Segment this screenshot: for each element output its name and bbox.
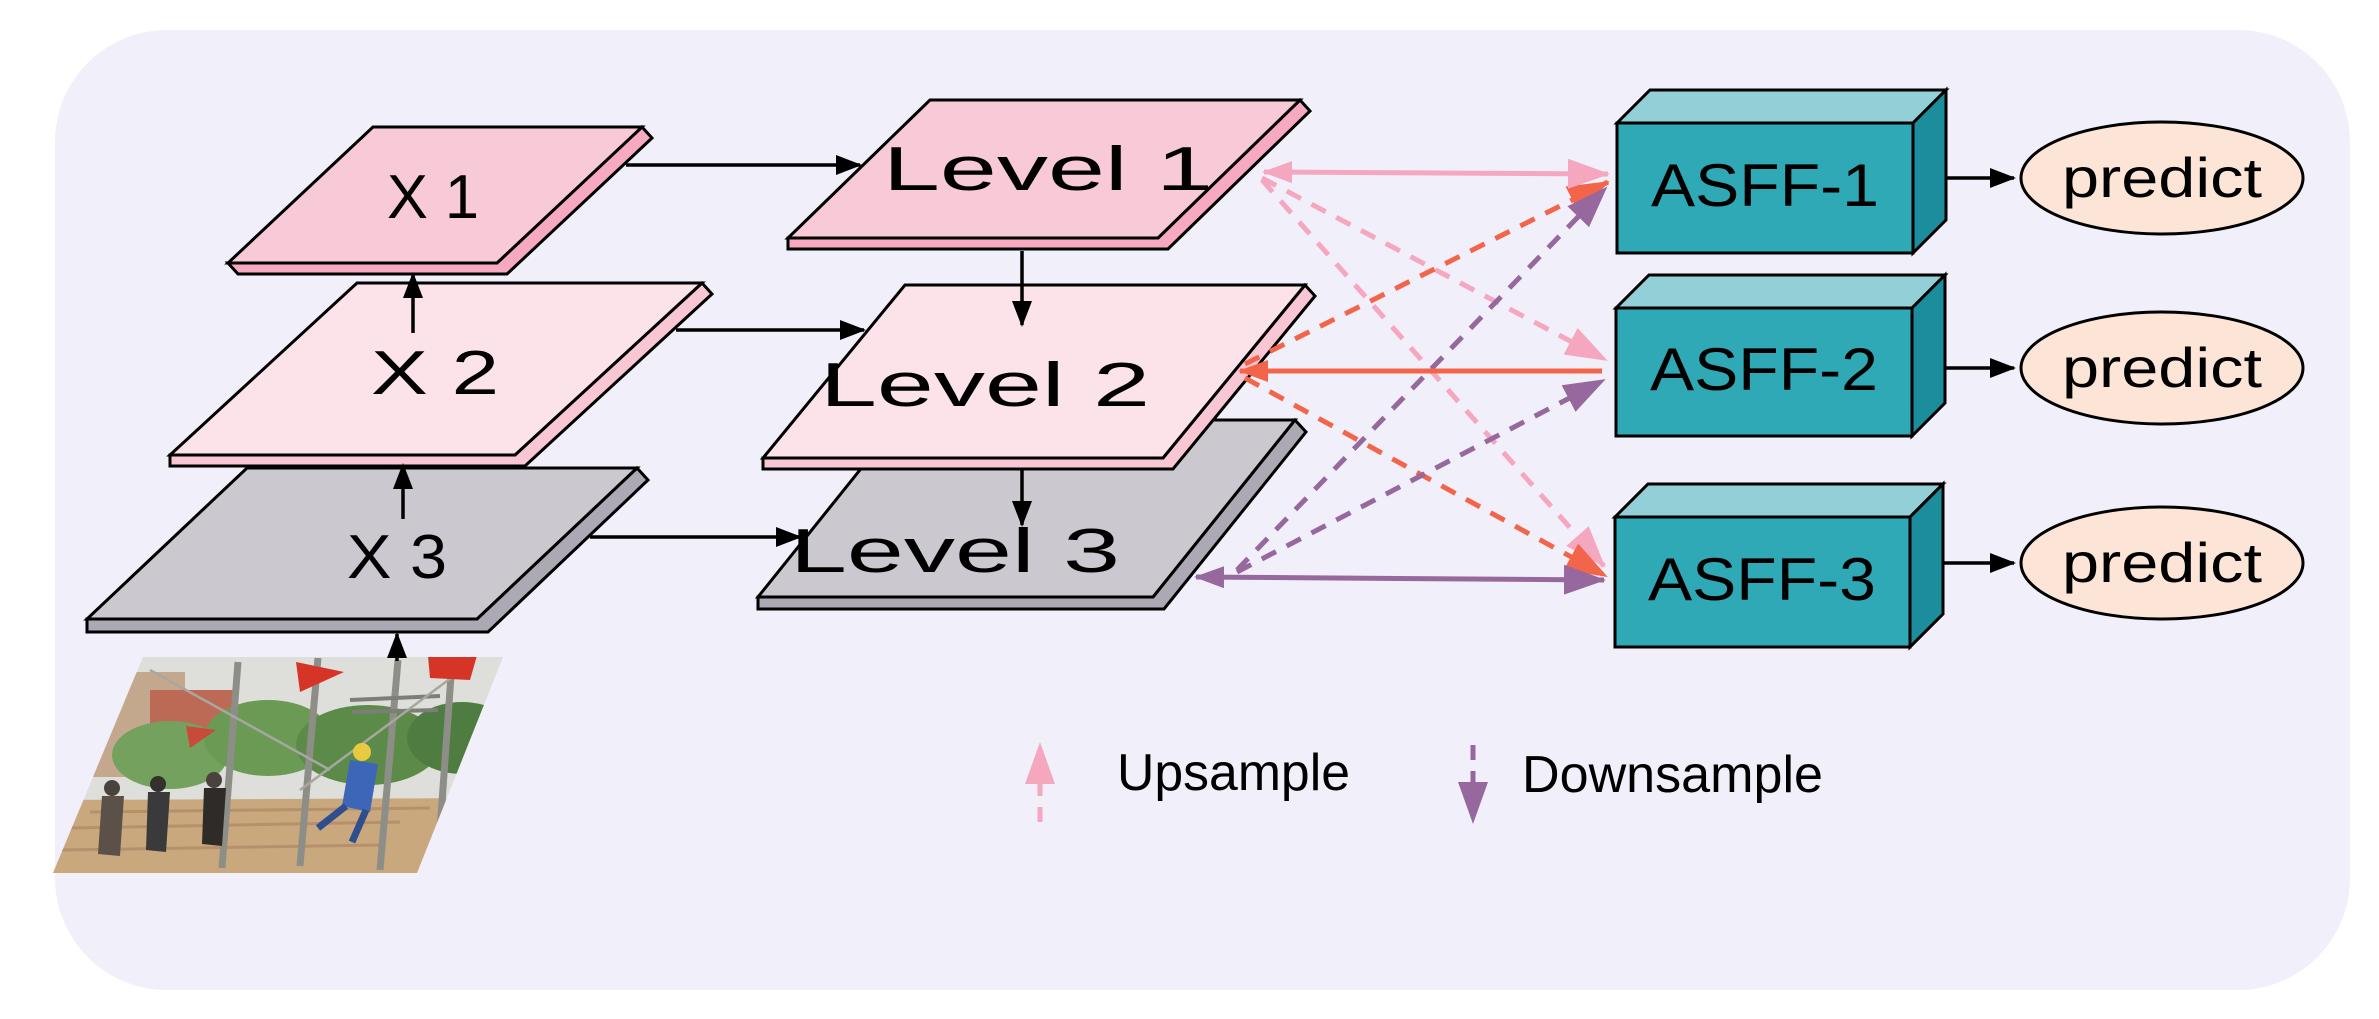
photo-person-head — [206, 772, 222, 788]
asff3-label: ASFF-3 — [1648, 546, 1876, 613]
edge-level3-to-asff2-downsample — [1235, 377, 1606, 575]
feature-level-1: Level 1 — [784, 97, 1313, 251]
predict-ellipse-3 — [2019, 505, 2305, 621]
black-connectors — [387, 155, 1032, 661]
edge-level3-to-asff1-downsample — [1235, 186, 1608, 572]
x2-plate-top — [166, 281, 706, 457]
backbone-layer-x3: X 3 — [83, 465, 651, 634]
feature-level-2: Level 2 — [759, 282, 1317, 471]
photo-person-head — [150, 776, 166, 792]
x1-label: X 1 — [387, 163, 479, 232]
photo-person-head — [104, 780, 120, 796]
predict-ellipse-2 — [2019, 310, 2305, 426]
asff2-label: ASFF-2 — [1650, 336, 1878, 403]
level2-plate-top — [759, 283, 1309, 460]
photo-worker-body — [342, 760, 378, 812]
x2-label: X 2 — [371, 339, 499, 408]
legend-upsample-label: Upsample — [1117, 744, 1350, 802]
level1-plate-top — [784, 98, 1304, 240]
photo-person — [98, 796, 124, 856]
photo-wires — [149, 662, 471, 792]
asff3-box-top — [1611, 482, 1947, 519]
legend-downsample-label: Downsample — [1522, 746, 1823, 804]
edge-level3-to-asff3 — [1194, 564, 1606, 595]
edge-level2-to-asff3-upsample — [1243, 375, 1608, 579]
edge-level1-to-asff1 — [1262, 158, 1610, 189]
level3-label: Level 3 — [790, 517, 1120, 586]
x1-plate-top — [224, 125, 646, 265]
asff3-box-front — [1613, 515, 1912, 649]
asff1-box-front — [1615, 121, 1915, 255]
asff1-box-top — [1613, 88, 1950, 125]
fusion-module-asff2: ASFF-2 — [1612, 271, 1949, 440]
photo-person — [202, 788, 226, 846]
backbone-layer-x1: X 1 — [224, 124, 655, 276]
edge-level2-to-asff1-downsample — [1243, 179, 1610, 367]
photo-utility-poles — [218, 657, 456, 871]
predict-label-2: predict — [2062, 336, 2263, 399]
photo-worker-helmet — [353, 743, 371, 761]
prediction-outputs: predict predict predict — [1944, 120, 2305, 621]
asff1-label: ASFF-1 — [1651, 152, 1879, 219]
photo-person — [146, 792, 170, 852]
edge-level1-to-asff2-upsample — [1260, 175, 1608, 363]
legend: Upsample Downsample — [1025, 742, 1823, 824]
level1-label: Level 1 — [883, 135, 1213, 204]
predict-ellipse-1 — [2019, 120, 2305, 236]
photo-red-flag — [296, 662, 344, 692]
fusion-solid-edges — [1194, 158, 1610, 595]
fusion-module-asff1: ASFF-1 — [1613, 86, 1950, 257]
asff2-box-front — [1614, 306, 1914, 438]
predict-label-1: predict — [2062, 146, 2263, 209]
level2-label: Level 2 — [820, 351, 1150, 420]
photo-red-flag — [428, 657, 478, 680]
photo-red-flag — [186, 726, 216, 748]
photo-worker-legs — [315, 803, 370, 844]
x3-plate-top — [83, 466, 641, 621]
asff2-box-top — [1612, 273, 1949, 310]
fusion-module-asff3: ASFF-3 — [1611, 480, 1947, 651]
x3-label: X 3 — [347, 523, 447, 592]
backbone-layer-x2: X 2 — [166, 280, 715, 468]
predict-label-3: predict — [2062, 531, 2263, 594]
